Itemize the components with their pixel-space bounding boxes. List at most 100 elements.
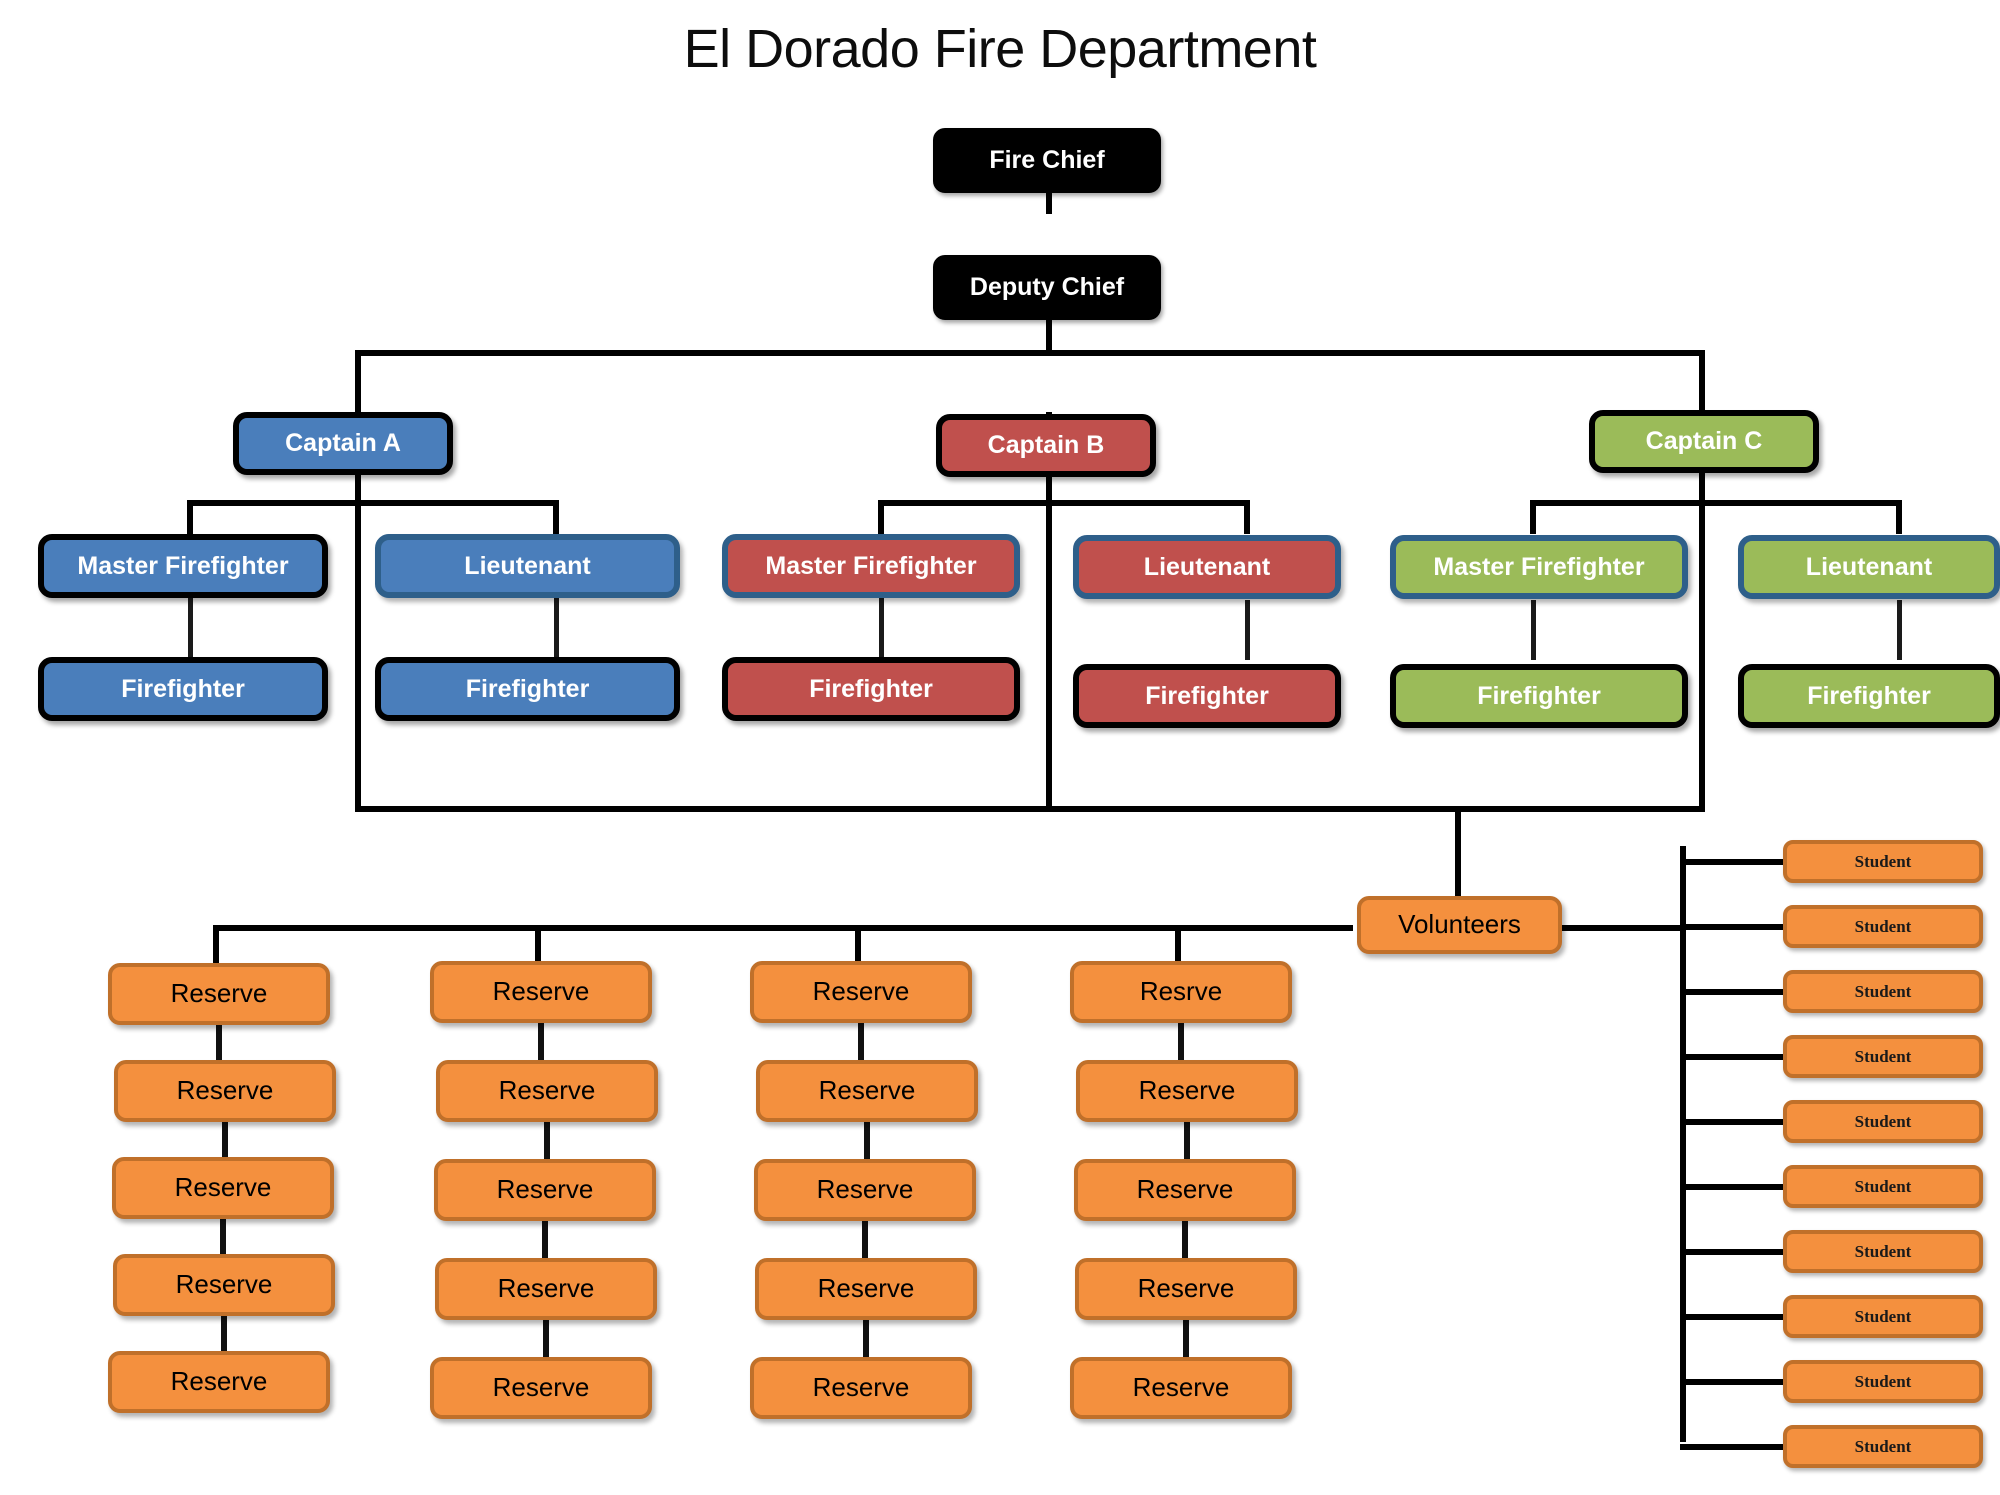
node-firefighter-a2[interactable]: Firefighter: [375, 657, 680, 721]
connector-captainC-down: [1699, 412, 1705, 810]
node-captain-b[interactable]: Captain B: [936, 414, 1156, 477]
node-student[interactable]: Student: [1783, 1425, 1983, 1468]
node-reserve[interactable]: Reserve: [755, 1258, 977, 1320]
connector-rank-ff-6: [1897, 600, 1902, 660]
node-student[interactable]: Student: [1783, 970, 1983, 1013]
node-label: Captain A: [285, 429, 401, 458]
node-label: Firefighter: [465, 674, 590, 703]
node-label: Student: [1854, 1046, 1912, 1066]
node-reserve[interactable]: Reserve: [108, 1351, 330, 1413]
node-reserve[interactable]: Reserve: [1075, 1258, 1297, 1320]
node-label: Reserve: [816, 1174, 914, 1205]
node-reserve[interactable]: Reserve: [436, 1060, 658, 1122]
node-label: Reserve: [174, 1172, 272, 1203]
connector-capB-subbus: [878, 500, 1250, 506]
node-firefighter-b2[interactable]: Firefighter: [1073, 664, 1341, 728]
node-reserve[interactable]: Reserve: [113, 1254, 335, 1316]
node-lieutenant-b[interactable]: Lieutenant: [1073, 535, 1341, 599]
node-student[interactable]: Student: [1783, 905, 1983, 948]
connector-student-branch: [1680, 858, 1789, 865]
node-reserve[interactable]: Reserve: [434, 1159, 656, 1221]
connector-reserve-link: [858, 1019, 864, 1062]
node-label: Captain B: [987, 431, 1105, 460]
page-title: El Dorado Fire Department: [683, 19, 1317, 79]
node-reserve[interactable]: Reserve: [754, 1159, 976, 1221]
connector-reserve-link: [544, 1118, 550, 1161]
connector-reserve-col4-stub: [1175, 925, 1181, 963]
node-label: Reserve: [812, 1372, 910, 1403]
connector-student-branch: [1680, 923, 1789, 930]
node-label: Fire Chief: [989, 146, 1105, 175]
node-label: Student: [1854, 1371, 1912, 1391]
node-master-firefighter-c[interactable]: Master Firefighter: [1390, 535, 1688, 599]
node-label: Deputy Chief: [969, 273, 1125, 302]
node-student[interactable]: Student: [1783, 1100, 1983, 1143]
node-reserve[interactable]: Reserve: [1076, 1060, 1298, 1122]
connector-rank-ff-5: [1531, 600, 1536, 660]
node-captain-c[interactable]: Captain C: [1589, 410, 1819, 473]
node-label: Reserve: [1138, 1075, 1236, 1106]
node-label: Captain C: [1645, 427, 1763, 456]
node-label: Student: [1854, 851, 1912, 871]
node-reserve[interactable]: Reserve: [112, 1157, 334, 1219]
node-label: Lieutenant: [1143, 552, 1271, 581]
connector-reserve-link: [222, 1118, 228, 1159]
node-label: Student: [1854, 1306, 1912, 1326]
connector-capB-right: [1244, 500, 1250, 534]
connector-reserve-link: [542, 1217, 548, 1260]
node-reserve[interactable]: Reserve: [430, 961, 652, 1023]
node-label: Firefighter: [121, 674, 245, 703]
connector-reserve-link: [863, 1316, 869, 1359]
node-reserve[interactable]: Reserve: [435, 1258, 657, 1320]
node-label: Master Firefighter: [77, 551, 289, 580]
node-label: Reserve: [1137, 1273, 1235, 1304]
node-reserve[interactable]: Reserve: [108, 963, 330, 1025]
connector-student-branch: [1680, 1313, 1789, 1320]
connector-student-branch: [1680, 1118, 1789, 1125]
node-firefighter-b1[interactable]: Firefighter: [722, 657, 1020, 721]
node-label: Reserve: [170, 978, 268, 1009]
node-label: Reserve: [812, 976, 910, 1007]
node-student[interactable]: Student: [1783, 1295, 1983, 1338]
node-student[interactable]: Student: [1783, 840, 1983, 883]
node-reserve[interactable]: Reserve: [430, 1357, 652, 1419]
node-student[interactable]: Student: [1783, 1165, 1983, 1208]
node-label: Reserve: [498, 1075, 596, 1106]
connector-reserve-col3-stub: [855, 925, 861, 963]
node-student[interactable]: Student: [1783, 1230, 1983, 1273]
node-lieutenant-c[interactable]: Lieutenant: [1738, 535, 2000, 599]
node-reserve[interactable]: Reserve: [750, 961, 972, 1023]
connector-captain-bus: [355, 350, 1705, 356]
node-firefighter-c1[interactable]: Firefighter: [1390, 664, 1688, 728]
connector-student-branch: [1680, 988, 1789, 995]
node-reserve[interactable]: Reserve: [756, 1060, 978, 1122]
connector-student-branch: [1680, 1378, 1789, 1385]
node-captain-a[interactable]: Captain A: [233, 412, 453, 475]
node-master-firefighter-a[interactable]: Master Firefighter: [38, 534, 328, 598]
node-reserve[interactable]: Reserve: [1074, 1159, 1296, 1221]
node-master-firefighter-b[interactable]: Master Firefighter: [722, 534, 1020, 598]
node-reserve[interactable]: Resrve: [1070, 961, 1292, 1023]
connector-capC-left: [1530, 500, 1536, 534]
connector-captains-bottom-bar: [355, 806, 1705, 812]
node-reserve[interactable]: Reserve: [1070, 1357, 1292, 1419]
connector-rank-ff-2: [554, 598, 559, 658]
connector-reserve-col1-stub: [213, 925, 219, 963]
node-student[interactable]: Student: [1783, 1360, 1983, 1403]
node-reserve[interactable]: Reserve: [114, 1060, 336, 1122]
connector-captainB-down: [1046, 412, 1052, 810]
node-firefighter-a1[interactable]: Firefighter: [38, 657, 328, 721]
node-reserve[interactable]: Reserve: [750, 1357, 972, 1419]
node-label: Reserve: [818, 1075, 916, 1106]
node-lieutenant-a[interactable]: Lieutenant: [375, 534, 680, 598]
node-deputy-chief[interactable]: Deputy Chief: [933, 255, 1161, 320]
node-firefighter-c2[interactable]: Firefighter: [1738, 664, 2000, 728]
node-fire-chief[interactable]: Fire Chief: [933, 128, 1161, 193]
connector-student-branch: [1680, 1443, 1789, 1450]
connector-rank-ff-3: [879, 598, 884, 658]
node-volunteers[interactable]: Volunteers: [1357, 896, 1562, 954]
node-label: Master Firefighter: [1433, 552, 1645, 581]
node-label: Resrve: [1139, 976, 1223, 1007]
node-student[interactable]: Student: [1783, 1035, 1983, 1078]
